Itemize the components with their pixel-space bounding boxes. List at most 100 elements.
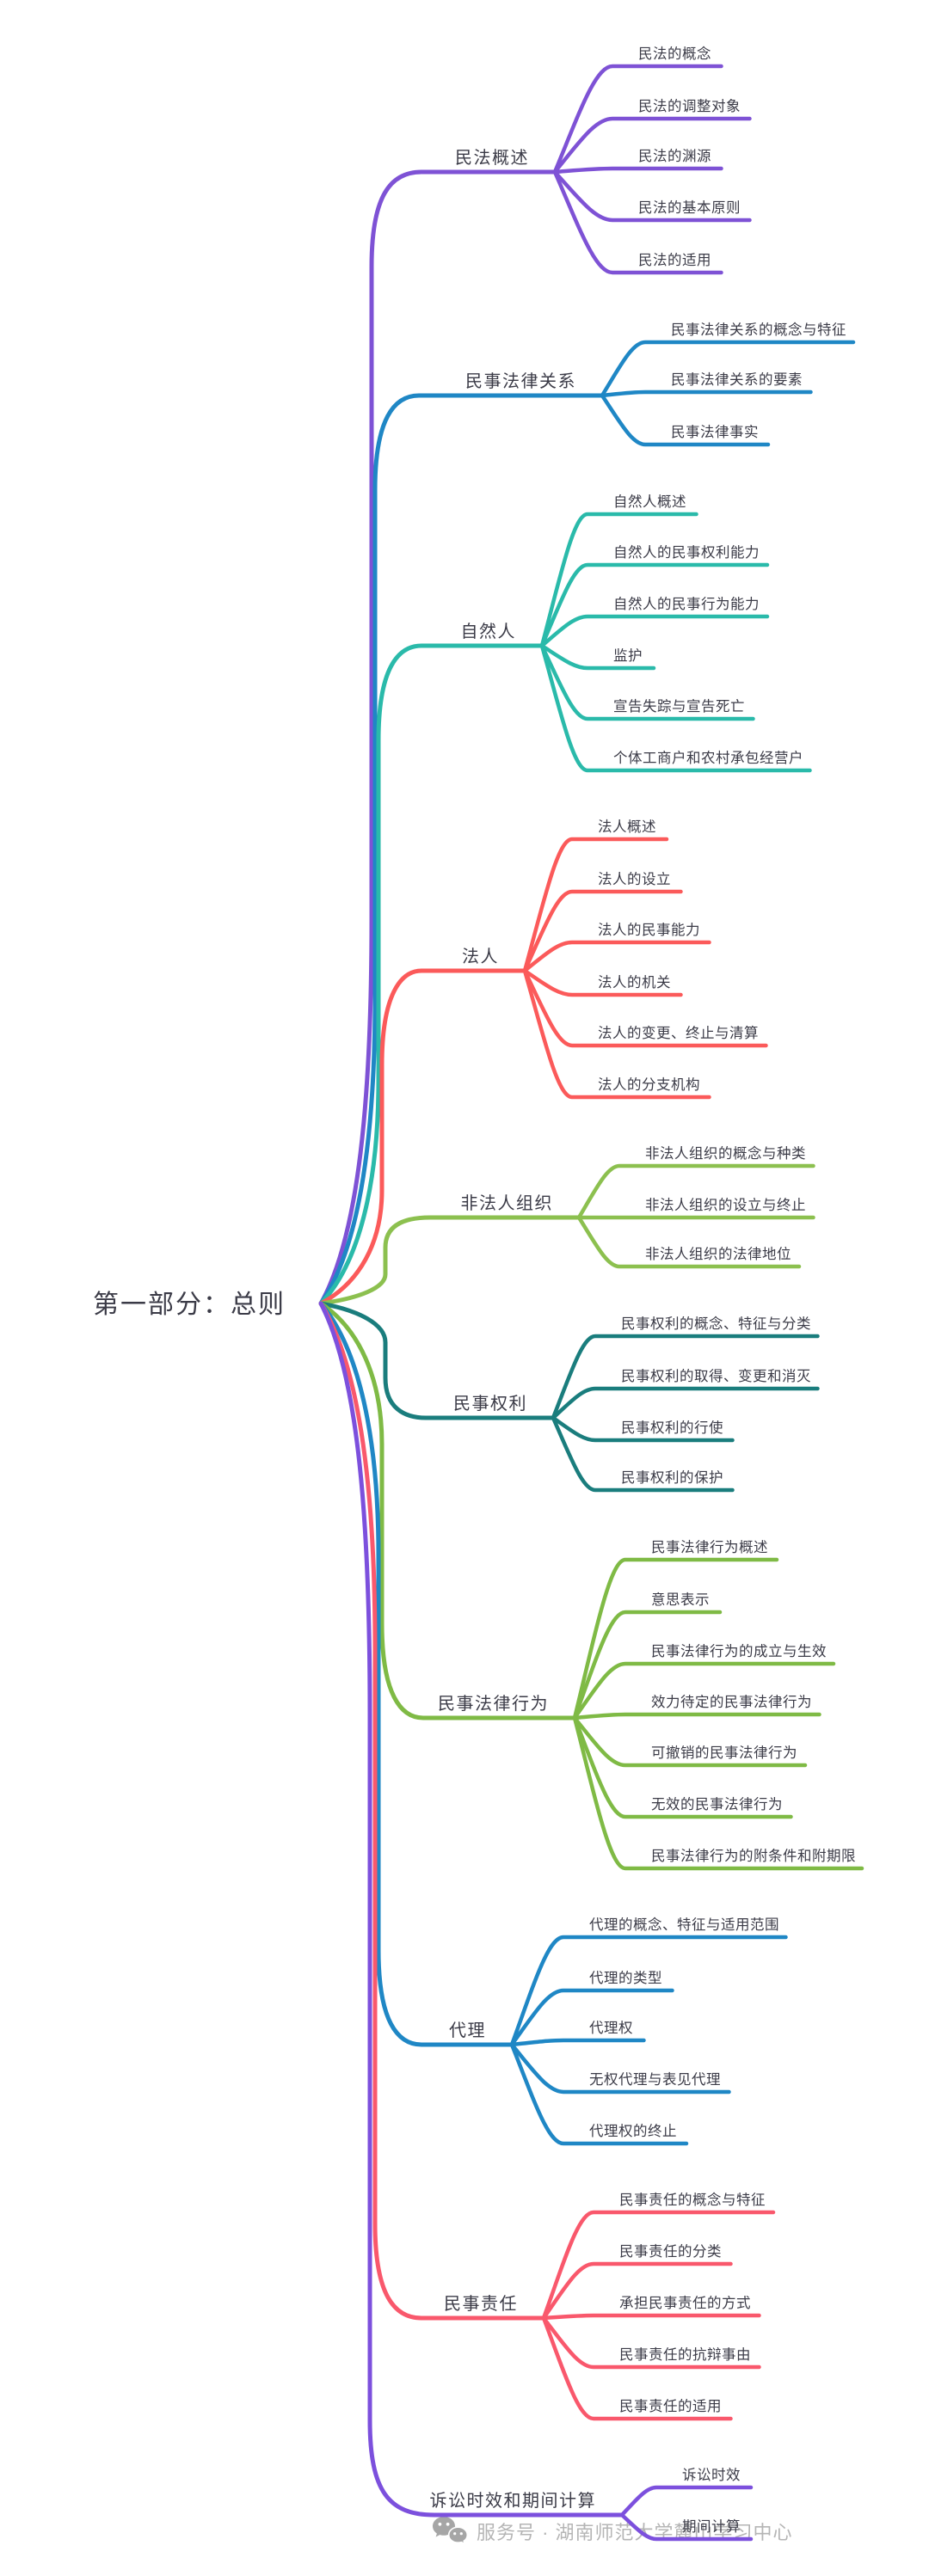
- child-topic-4-0[interactable]: 非法人组织的概念与种类: [645, 1144, 806, 1162]
- child-topic-4-2[interactable]: 非法人组织的法律地位: [645, 1246, 791, 1262]
- child-topic-2-1[interactable]: 自然人的民事权利能力: [613, 544, 760, 561]
- child-topic-3-1[interactable]: 法人的设立: [598, 871, 671, 887]
- child-line-0-3: [552, 169, 752, 223]
- child-line-7-1: [509, 1988, 674, 2047]
- child-line-3-5: [522, 968, 711, 1100]
- branch-line-4: [318, 1215, 581, 1306]
- child-line-6-0: [572, 1557, 779, 1720]
- child-topic-2-2[interactable]: 自然人的民事行为能力: [613, 596, 760, 612]
- child-line-4-2: [576, 1215, 802, 1269]
- child-topic-8-0[interactable]: 民事责任的概念与特征: [619, 2191, 766, 2208]
- child-topic-5-0[interactable]: 民事权利的概念、特征与分类: [621, 1315, 811, 1332]
- child-line-3-3: [522, 968, 683, 997]
- child-line-2-1: [539, 562, 770, 648]
- branch-line-0: [318, 169, 557, 1306]
- child-topic-3-2[interactable]: 法人的民事能力: [598, 922, 700, 938]
- child-line-7-0: [509, 1935, 788, 2047]
- child-topic-1-0[interactable]: 民事法律关系的概念与特征: [671, 321, 846, 338]
- child-topic-6-6[interactable]: 民事法律行为的附条件和附期限: [651, 1848, 856, 1864]
- child-topic-7-4[interactable]: 代理权的终止: [589, 2123, 677, 2139]
- child-topic-2-5[interactable]: 个体工商户和农村承包经营户: [613, 750, 803, 766]
- child-topic-2-4[interactable]: 宣告失踪与宣告死亡: [613, 698, 745, 715]
- child-topic-1-1[interactable]: 民事法律关系的要素: [671, 371, 803, 388]
- child-line-6-5: [572, 1715, 793, 1819]
- child-line-6-1: [572, 1610, 723, 1720]
- child-topic-5-2[interactable]: 民事权利的行使: [621, 1420, 723, 1436]
- branch-line-9: [318, 1301, 624, 2518]
- child-topic-6-0[interactable]: 民事法律行为概述: [651, 1539, 768, 1555]
- child-line-1-0: [600, 340, 856, 398]
- child-topic-9-0[interactable]: 诉讼时效: [682, 2467, 741, 2483]
- branch-line-2: [318, 643, 544, 1306]
- child-topic-3-0[interactable]: 法人概述: [598, 819, 656, 835]
- branch-topic-3[interactable]: 法人: [462, 947, 499, 966]
- child-topic-2-3[interactable]: 监护: [613, 647, 643, 664]
- branch-line-8: [318, 1301, 546, 2321]
- branch-topic-9[interactable]: 诉讼时效和期间计算: [430, 2491, 597, 2511]
- child-topic-0-0[interactable]: 民法的概念: [638, 45, 711, 62]
- child-topic-3-3[interactable]: 法人的机关: [598, 974, 671, 991]
- child-line-0-2: [552, 166, 723, 175]
- child-topic-0-2[interactable]: 民法的渊源: [638, 148, 711, 164]
- child-line-5-0: [551, 1334, 820, 1420]
- child-line-7-3: [509, 2042, 731, 2095]
- child-topic-0-3[interactable]: 民法的基本原则: [638, 199, 741, 216]
- child-topic-9-1[interactable]: 期间计算: [682, 2518, 741, 2535]
- branch-topic-5[interactable]: 民事权利: [453, 1394, 527, 1414]
- child-line-4-0: [576, 1163, 815, 1220]
- child-line-0-4: [552, 169, 723, 275]
- child-line-6-3: [572, 1712, 821, 1720]
- child-topic-6-1[interactable]: 意思表示: [651, 1592, 710, 1608]
- wechat-icon: [433, 2517, 468, 2546]
- child-topic-1-2[interactable]: 民事法律事实: [671, 424, 759, 440]
- branch-line-3: [318, 968, 527, 1306]
- branch-topic-6[interactable]: 民事法律行为: [438, 1694, 549, 1714]
- child-topic-2-0[interactable]: 自然人概述: [613, 494, 686, 510]
- child-topic-6-3[interactable]: 效力待定的民事法律行为: [651, 1694, 812, 1710]
- child-line-5-3: [551, 1415, 735, 1493]
- branch-line-6: [318, 1301, 577, 1720]
- child-topic-6-4[interactable]: 可撤销的民事法律行为: [651, 1745, 797, 1761]
- child-line-6-6: [572, 1715, 864, 1871]
- child-topic-0-1[interactable]: 民法的调整对象: [638, 98, 741, 114]
- child-line-2-5: [539, 643, 812, 773]
- child-line-7-4: [509, 2042, 689, 2146]
- child-topic-0-4[interactable]: 民法的适用: [638, 252, 711, 268]
- child-line-9-0: [619, 2485, 754, 2518]
- child-topic-4-1[interactable]: 非法人组织的设立与终止: [645, 1197, 806, 1213]
- child-line-6-4: [572, 1715, 808, 1768]
- child-topic-7-0[interactable]: 代理的概念、特征与适用范围: [589, 1916, 779, 1933]
- child-line-3-2: [522, 940, 711, 973]
- branch-topic-1[interactable]: 民事法律关系: [465, 371, 576, 391]
- root-topic[interactable]: 第一部分：总则: [93, 1291, 286, 1319]
- branch-topic-7[interactable]: 代理: [449, 2021, 486, 2040]
- child-topic-8-1[interactable]: 民事责任的分类: [619, 2243, 722, 2260]
- child-line-5-1: [551, 1386, 820, 1420]
- child-topic-6-5[interactable]: 无效的民事法律行为: [651, 1796, 783, 1812]
- child-topic-3-4[interactable]: 法人的变更、终止与清算: [598, 1025, 759, 1041]
- branch-topic-2[interactable]: 自然人: [461, 622, 517, 641]
- branch-topic-4[interactable]: 非法人组织: [461, 1193, 554, 1213]
- child-line-8-1: [541, 2261, 733, 2321]
- child-line-2-0: [539, 512, 698, 648]
- child-topic-8-4[interactable]: 民事责任的适用: [619, 2398, 722, 2414]
- child-line-3-1: [522, 889, 683, 973]
- child-line-2-2: [539, 614, 770, 648]
- child-topic-6-2[interactable]: 民事法律行为的成立与生效: [651, 1643, 827, 1659]
- child-topic-7-1[interactable]: 代理的类型: [589, 1970, 662, 1986]
- child-topic-5-1[interactable]: 民事权利的取得、变更和消灭: [621, 1368, 811, 1384]
- branch-topic-8[interactable]: 民事责任: [444, 2294, 518, 2314]
- child-topic-3-5[interactable]: 法人的分支机构: [598, 1076, 700, 1093]
- child-topic-7-2[interactable]: 代理权: [589, 2020, 633, 2036]
- child-topic-5-3[interactable]: 民事权利的保护: [621, 1469, 723, 1486]
- branch-topic-0[interactable]: 民法概述: [455, 148, 529, 168]
- child-topic-7-3[interactable]: 无权代理与表见代理: [589, 2071, 721, 2088]
- child-line-9-1: [619, 2512, 754, 2542]
- child-line-3-0: [522, 837, 669, 973]
- child-topic-8-3[interactable]: 民事责任的抗辩事由: [619, 2346, 751, 2363]
- child-line-1-2: [600, 393, 771, 447]
- child-topic-8-2[interactable]: 承担民事责任的方式: [619, 2295, 751, 2311]
- child-line-1-1: [600, 389, 813, 398]
